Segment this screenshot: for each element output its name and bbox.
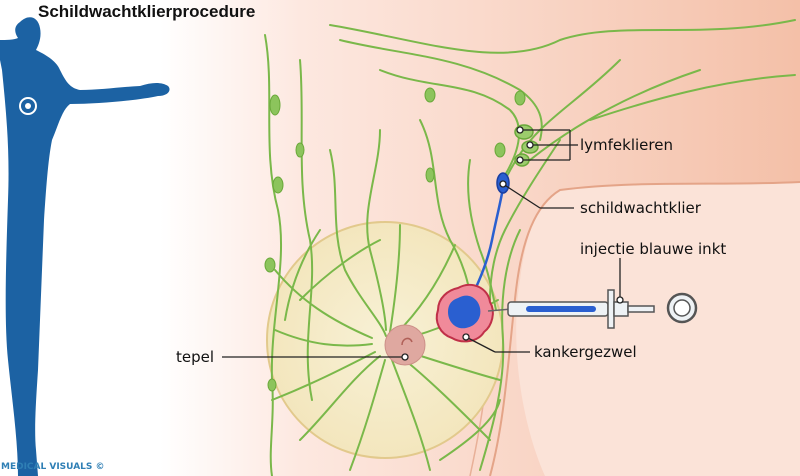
leader-lines bbox=[222, 129, 621, 358]
label-tumor: kankergezwel bbox=[534, 343, 637, 361]
arm-region bbox=[516, 182, 800, 476]
label-sentinel-node: schildwachtklier bbox=[580, 199, 701, 217]
page-title: Schildwachtklierprocedure bbox=[38, 2, 256, 21]
label-injection: injectie blauwe inkt bbox=[580, 240, 727, 258]
leader-dots bbox=[401, 126, 624, 361]
label-lymph-nodes: lymfeklieren bbox=[580, 136, 673, 154]
lymph-node-bulges bbox=[264, 87, 526, 392]
credit: MEDICAL VISUALS © bbox=[1, 462, 105, 472]
label-nipple: tepel bbox=[176, 348, 215, 366]
body-marker-ring bbox=[19, 97, 37, 115]
body-marker-dot bbox=[25, 103, 31, 109]
nipple bbox=[384, 324, 426, 366]
blue-ink-in-tumor bbox=[448, 295, 481, 329]
syringe bbox=[487, 289, 698, 329]
blue-ink-vessel bbox=[468, 187, 505, 301]
body-silhouette bbox=[0, 17, 170, 476]
nipple-center bbox=[401, 337, 413, 346]
armpit-contour bbox=[489, 181, 800, 476]
